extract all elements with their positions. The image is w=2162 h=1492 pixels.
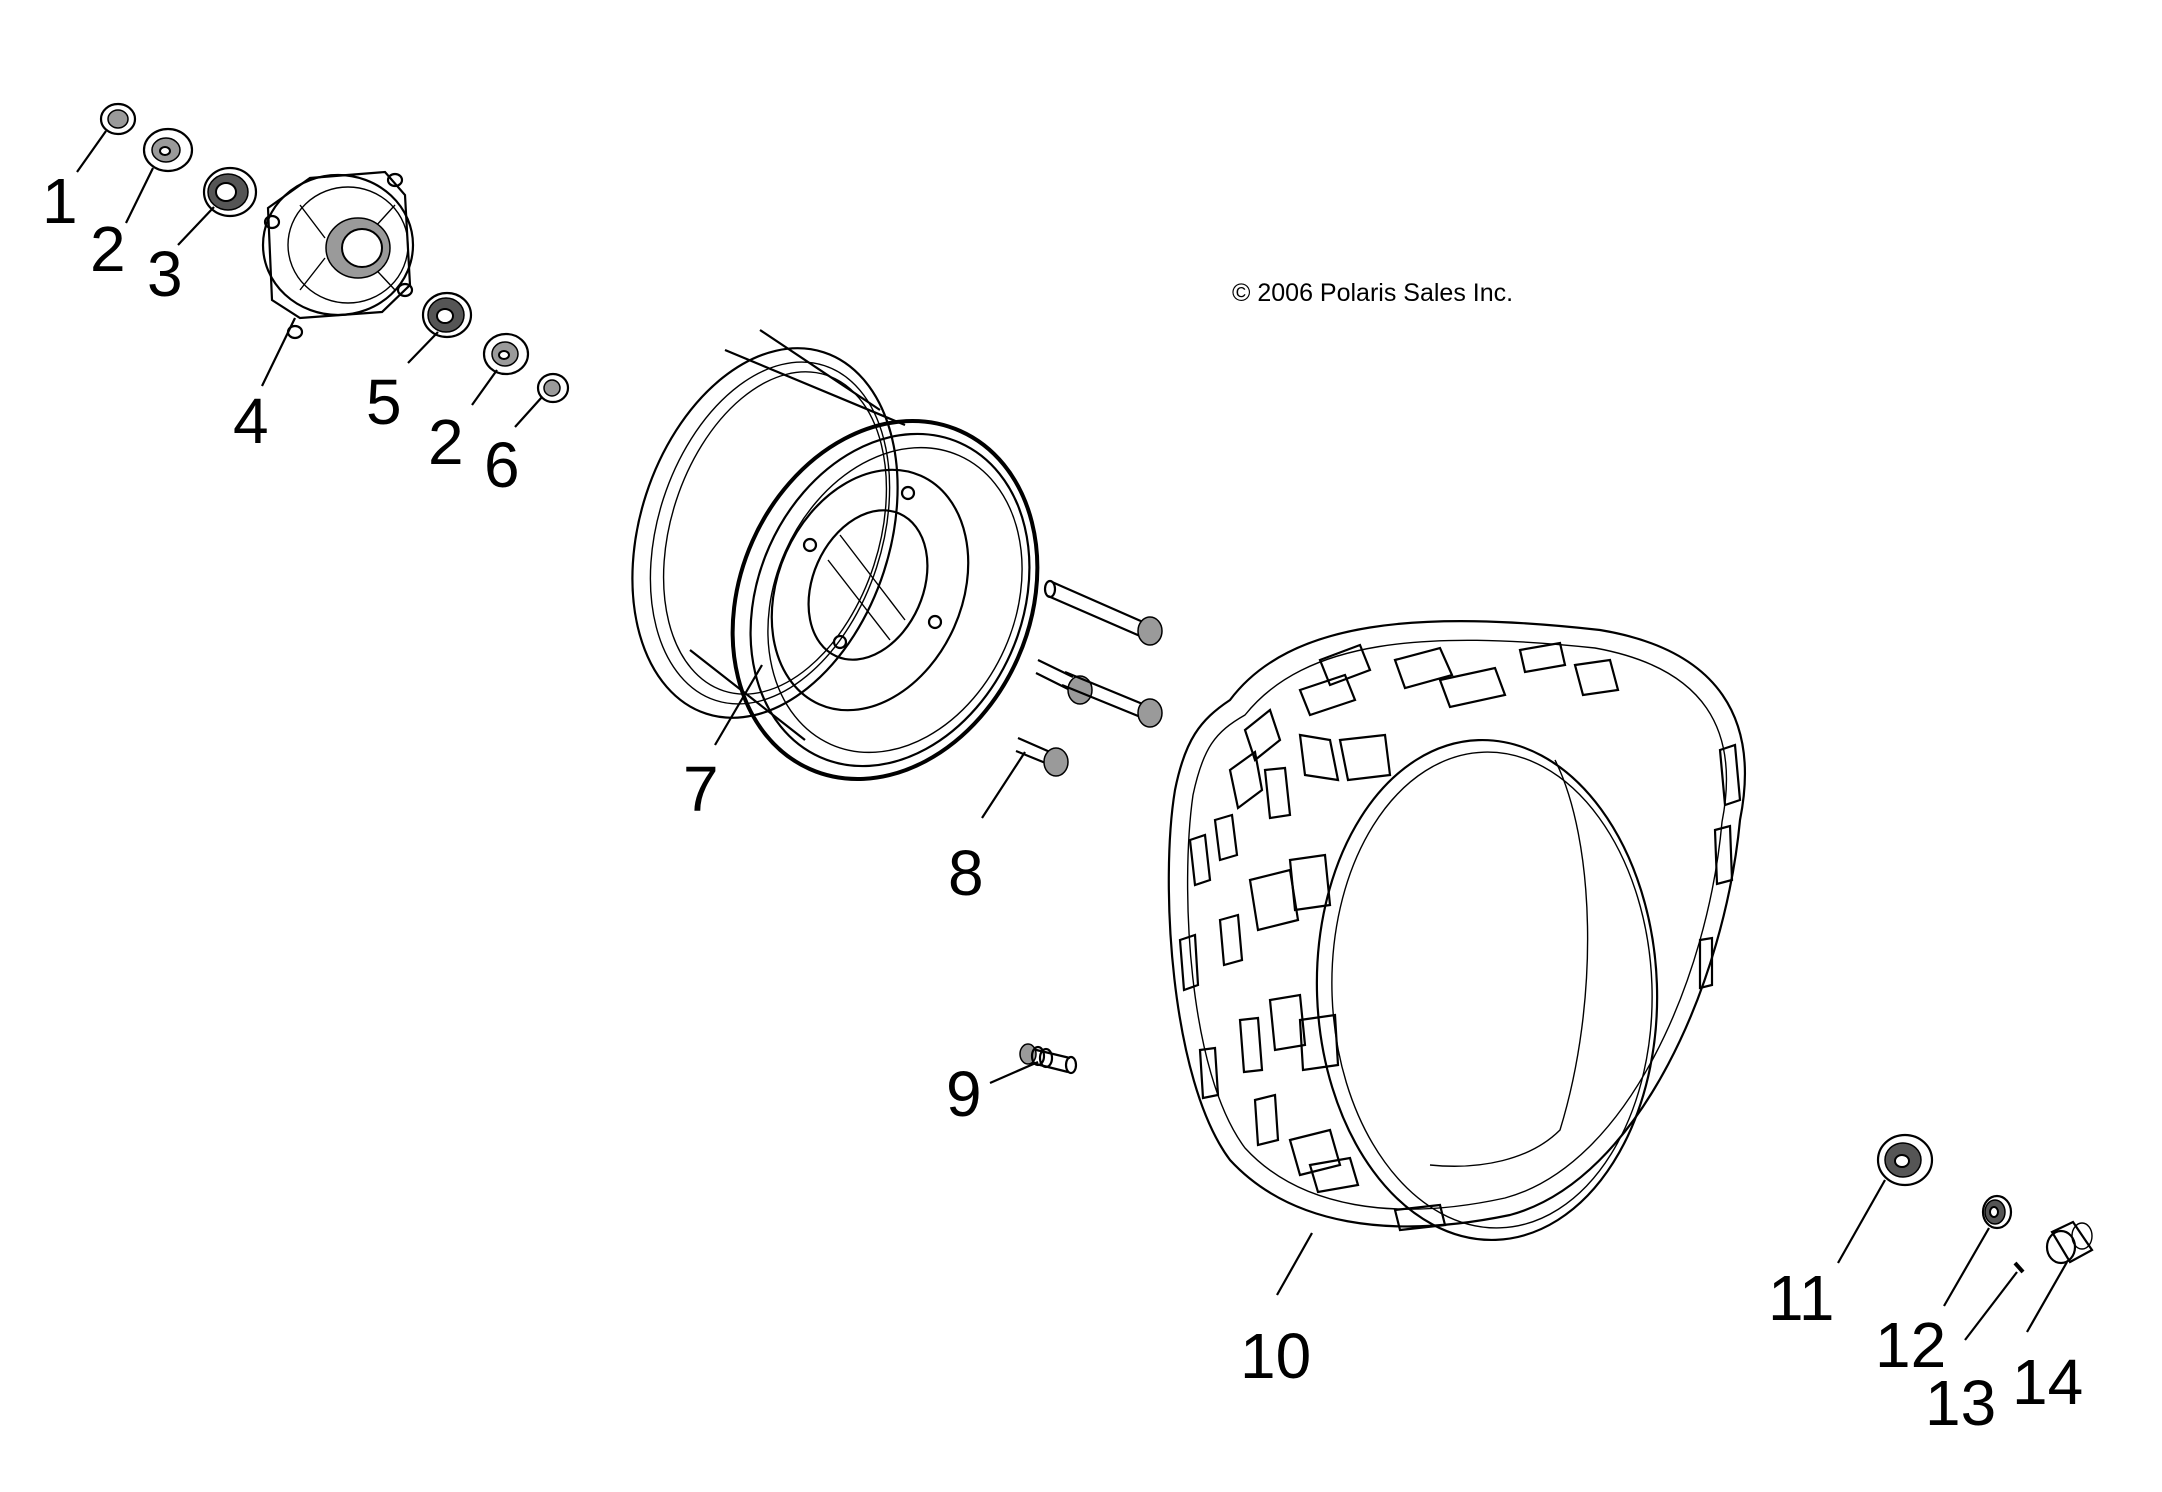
- callout-2: 2: [90, 213, 126, 285]
- callout-13: 13: [1925, 1367, 1996, 1439]
- part-11-washer: [1876, 1133, 1934, 1187]
- callout-3: 3: [147, 238, 183, 310]
- leader-lines: [76, 130, 2068, 1341]
- callout-11: 11: [1768, 1262, 1834, 1334]
- callout-12: 12: [1875, 1309, 1946, 1381]
- part-1-nut: [99, 102, 137, 136]
- callout-1: 1: [42, 165, 78, 237]
- callout-2: 2: [428, 406, 464, 478]
- callout-8: 8: [948, 837, 984, 909]
- part-14-cap: [2045, 1220, 2094, 1265]
- part-4-hub: [261, 170, 415, 340]
- callout-6: 6: [484, 429, 520, 501]
- part-10-tire: [1167, 620, 1747, 1242]
- part-12-nut: [1981, 1194, 2013, 1230]
- part-5-bearing: [421, 291, 473, 339]
- part-7-rim: [631, 329, 1040, 782]
- part-2-washer-bottom: [482, 332, 530, 376]
- copyright-notice: © 2006 Polaris Sales Inc.: [1232, 279, 1513, 307]
- part-6-nut: [536, 372, 570, 404]
- callout-9: 9: [946, 1058, 982, 1130]
- callout-7: 7: [683, 753, 719, 825]
- part-3-bearing: [202, 166, 258, 218]
- part-8-lug-bolts: [1015, 579, 1163, 777]
- callout-labels: 1 2 3 4 5 2 6 7 8 9 10 11 12 13 14: [42, 165, 2083, 1439]
- callout-5: 5: [366, 366, 402, 438]
- part-9-valve-stem: [1019, 1043, 1078, 1075]
- callout-10: 10: [1240, 1320, 1311, 1392]
- part-2-washer-top: [142, 127, 194, 173]
- callout-14: 14: [2012, 1346, 2083, 1418]
- part-13-cotter-pin: [2013, 1261, 2025, 1274]
- callout-4: 4: [233, 385, 269, 457]
